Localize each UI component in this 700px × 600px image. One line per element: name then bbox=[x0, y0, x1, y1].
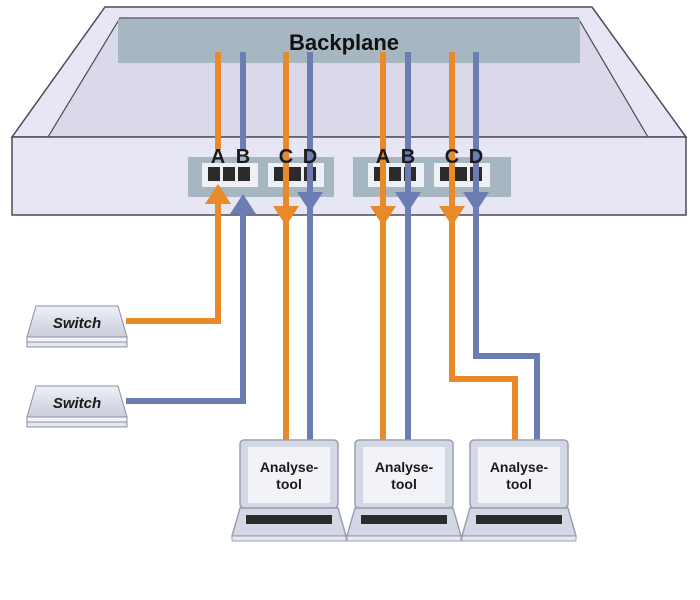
port-label-b-2: B bbox=[401, 146, 415, 168]
arrow-up-port-a bbox=[205, 184, 231, 204]
laptop-display bbox=[363, 447, 445, 503]
laptop-label-line1: Analyse- bbox=[490, 459, 549, 475]
laptop-base-edge bbox=[461, 535, 577, 542]
switch-2: Switch bbox=[26, 385, 128, 428]
laptop-label-line2: tool bbox=[391, 476, 417, 492]
switch-base bbox=[26, 336, 128, 343]
laptop-label-line2: tool bbox=[506, 476, 532, 492]
laptop-base-edge bbox=[231, 535, 347, 542]
arrow-down-port-a2 bbox=[370, 206, 396, 226]
laptop-1: Analyse- tool bbox=[231, 439, 347, 542]
laptop-2: Analyse- tool bbox=[346, 439, 462, 542]
port-label-a-1: A bbox=[211, 146, 225, 168]
laptop-keyboard bbox=[476, 515, 562, 524]
cable-switch1-port-a bbox=[126, 198, 221, 324]
port-label-b-1: B bbox=[236, 146, 250, 168]
arrow-down-port-c bbox=[273, 206, 299, 226]
switch-base bbox=[26, 416, 128, 423]
port-label-c-1: C bbox=[279, 146, 293, 168]
switch-1: Switch bbox=[26, 305, 128, 348]
port-label-d-2: D bbox=[469, 146, 483, 168]
port-label-a-2: A bbox=[376, 146, 390, 168]
arrow-down-port-d bbox=[297, 192, 323, 212]
backplane-bar bbox=[118, 19, 580, 63]
switch-foot bbox=[26, 421, 128, 428]
laptop-label-line1: Analyse- bbox=[260, 459, 319, 475]
cable-switch2-port-b bbox=[126, 205, 246, 404]
switch-foot bbox=[26, 341, 128, 348]
backplane-title: Backplane bbox=[289, 30, 399, 55]
laptop-keyboard bbox=[361, 515, 447, 524]
arrow-down-port-b2 bbox=[395, 192, 421, 212]
laptop-keyboard bbox=[246, 515, 332, 524]
chassis-front-panel bbox=[11, 136, 687, 216]
port-label-d-1: D bbox=[303, 146, 317, 168]
arrow-down-port-c2 bbox=[439, 206, 465, 226]
switch-label: Switch bbox=[53, 395, 101, 412]
arrow-down-port-d2 bbox=[463, 192, 489, 212]
laptop-base-edge bbox=[346, 535, 462, 542]
laptop-display bbox=[248, 447, 330, 503]
switch-label: Switch bbox=[53, 315, 101, 332]
port-label-c-2: C bbox=[445, 146, 459, 168]
laptop-display bbox=[478, 447, 560, 503]
laptop-label-line2: tool bbox=[276, 476, 302, 492]
port-letters: A B C D A B C D bbox=[211, 146, 483, 168]
laptop-3: Analyse- tool bbox=[461, 439, 577, 542]
arrowheads bbox=[205, 184, 489, 226]
arrow-up-port-b bbox=[230, 194, 256, 214]
laptop-label-line1: Analyse- bbox=[375, 459, 434, 475]
chassis: Backplane bbox=[10, 6, 688, 216]
